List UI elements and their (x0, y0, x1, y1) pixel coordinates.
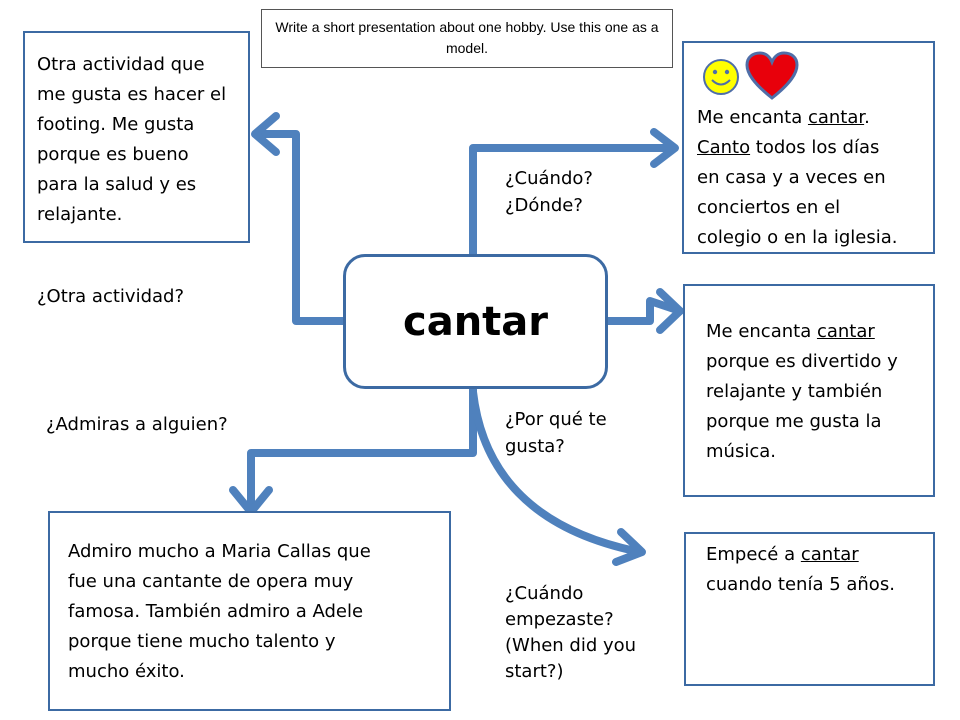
arrowhead-started (612, 528, 646, 566)
admire-line: porque tiene mucho talento y (68, 631, 336, 652)
started-box: Empecé a cantar cuando tenía 5 años. (684, 532, 935, 686)
instruction-box: Write a short presentation about one hob… (261, 9, 673, 68)
why-line: música. (706, 441, 776, 462)
admire-line: fue una cantante de opera muy (68, 571, 354, 592)
why-line: porque es divertido y (706, 351, 898, 372)
arrow-to-started (469, 388, 644, 556)
center-node: cantar (343, 254, 608, 389)
arrow-to-admire (247, 384, 477, 516)
when-where-box: Me encanta cantar. Canto todos los días … (682, 41, 935, 254)
question-admire: ¿Admiras a alguien? (46, 414, 228, 435)
icon-row (697, 43, 933, 105)
when-where-line: en casa y a veces en (697, 167, 886, 188)
admire-line: famosa. También admiro a Adele (68, 601, 364, 622)
center-label: cantar (402, 298, 549, 345)
why-box: Me encanta cantar porque es divertido y … (683, 284, 935, 497)
question-when-where: ¿Cuándo? ¿Dónde? (505, 168, 593, 216)
started-line: cuando tenía 5 años. (706, 574, 895, 595)
smiley-face-icon (703, 59, 739, 95)
why-line: porque me gusta la (706, 411, 882, 432)
arrow-to-why (604, 297, 684, 325)
other-activity-line: relajante. (37, 204, 123, 225)
arrowhead-when-where (650, 128, 679, 168)
admire-line: Admiro mucho a Maria Callas que (68, 541, 371, 562)
instruction-text: Write a short presentation about one hob… (275, 19, 659, 56)
admire-box: Admiro mucho a Maria Callas que fue una … (48, 511, 451, 711)
question-other-activity: ¿Otra actividad? (37, 286, 185, 307)
when-where-line: Me encanta cantar. (697, 107, 870, 128)
heart-icon (745, 51, 799, 100)
when-where-line: colegio o en la iglesia. (697, 227, 898, 248)
question-when-started: ¿Cuándo empezaste? (When did you start?) (505, 583, 637, 682)
why-line: relajante y también (706, 381, 883, 402)
arrowhead-why (656, 288, 684, 334)
started-line: Empecé a cantar (706, 544, 859, 565)
other-activity-line: para la salud y es (37, 174, 197, 195)
why-line: Me encanta cantar (706, 321, 875, 342)
other-activity-line: me gusta es hacer el (37, 84, 227, 105)
arrow-to-other-activity (254, 130, 348, 325)
arrow-to-when-where (469, 144, 676, 260)
question-why: ¿Por qué te gusta? (505, 409, 607, 457)
other-activity-box: Otra actividad que me gusta es hacer el … (23, 31, 250, 243)
when-where-line: Canto todos los días (697, 137, 880, 158)
when-where-line: conciertos en el (697, 197, 841, 218)
other-activity-line: Otra actividad que (37, 54, 205, 75)
admire-line: mucho éxito. (68, 661, 185, 682)
arrowhead-other-activity (251, 112, 280, 156)
other-activity-line: footing. Me gusta (37, 114, 195, 135)
other-activity-line: porque es bueno (37, 144, 189, 165)
